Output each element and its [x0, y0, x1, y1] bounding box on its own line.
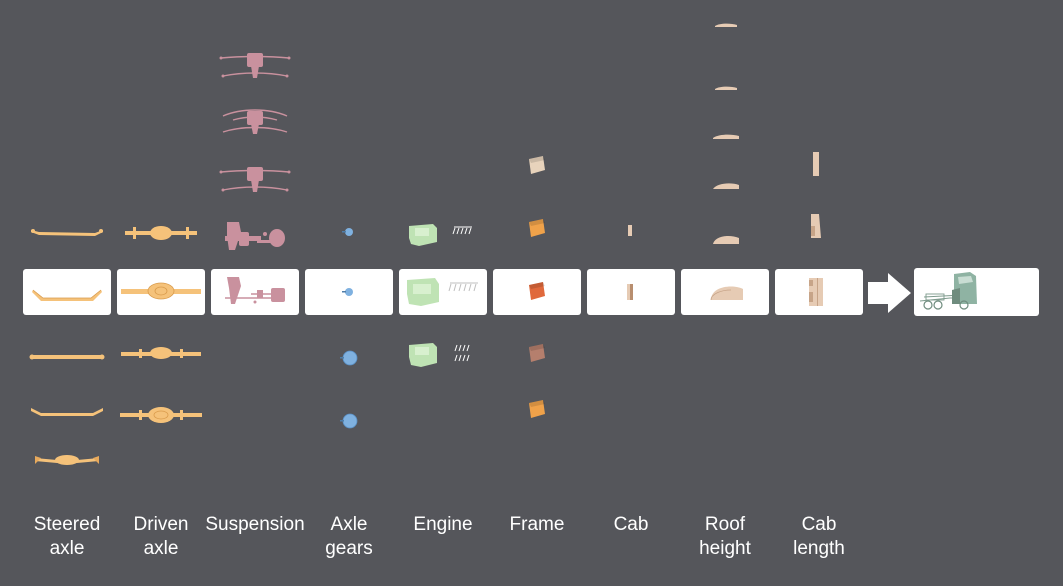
driven-axle-variant	[117, 395, 205, 435]
truck-icon	[919, 272, 977, 310]
cab-length-icon	[775, 144, 863, 184]
roof-icon	[681, 4, 769, 44]
frame-variant	[493, 390, 581, 430]
roof-variant	[681, 166, 769, 206]
gear-icon	[305, 272, 393, 312]
suspension-icon	[211, 160, 299, 200]
column-label-frame: Frame	[509, 514, 565, 535]
result-truck-box[interactable]	[914, 268, 1039, 316]
engine-icon	[399, 214, 487, 254]
gear-icon	[305, 338, 393, 378]
suspension-variant	[211, 102, 299, 142]
axle-gear-variant	[305, 401, 393, 441]
column-label-suspension: Suspension	[205, 514, 305, 535]
engine-variant	[399, 335, 487, 375]
cab-variant	[587, 210, 675, 250]
column-label-roof-height: Roof height	[699, 514, 751, 559]
column-label-engine: Engine	[413, 514, 473, 535]
roof-variant	[681, 4, 769, 44]
selected-driven-axle[interactable]	[117, 269, 205, 315]
cab-icon	[587, 210, 675, 250]
engine-icon	[399, 335, 487, 375]
column-label-cab-length: Cab length	[793, 514, 845, 559]
column-label-driven-axle: Driven axle	[133, 514, 189, 559]
roof-icon	[681, 220, 769, 260]
steered-axle-variant	[23, 440, 111, 480]
driven-axle-variant	[117, 212, 205, 252]
driven-axle-icon	[117, 272, 205, 312]
axle-gear-variant	[305, 338, 393, 378]
frame-icon	[493, 146, 581, 186]
driven-axle-variant	[117, 334, 205, 374]
engine-icon	[399, 272, 487, 312]
steered-axle-variant	[23, 392, 111, 432]
suspension-icon	[211, 46, 299, 86]
driven-axle-icon	[117, 395, 205, 435]
roof-icon	[681, 272, 769, 312]
suspension-icon	[211, 216, 299, 256]
frame-icon	[493, 334, 581, 374]
frame-variant	[493, 209, 581, 249]
column-frame: Frame	[493, 0, 581, 586]
selected-engine[interactable]	[399, 269, 487, 315]
column-axle-gears: Axle gears	[305, 0, 393, 586]
gear-icon	[305, 401, 393, 441]
selected-cab-length[interactable]	[775, 269, 863, 315]
driven-axle-icon	[117, 212, 205, 252]
engine-variant	[399, 214, 487, 254]
roof-icon	[681, 116, 769, 156]
steered-axle-icon	[23, 272, 111, 312]
steered-axle-icon	[23, 392, 111, 432]
suspension-icon	[211, 102, 299, 142]
selected-suspension[interactable]	[211, 269, 299, 315]
cab-length-variant	[775, 144, 863, 184]
column-steered-axle: Steered axle	[23, 0, 111, 586]
frame-variant	[493, 146, 581, 186]
suspension-variant	[211, 46, 299, 86]
gear-icon	[305, 212, 393, 252]
driven-axle-icon	[117, 334, 205, 374]
cab-length-icon	[775, 206, 863, 246]
steered-axle-icon	[23, 336, 111, 376]
arrow-right-icon	[868, 273, 911, 313]
column-cab-length: Cab length	[775, 0, 863, 586]
column-roof-height: Roof height	[681, 0, 769, 586]
roof-icon	[681, 166, 769, 206]
cab-length-variant	[775, 206, 863, 246]
selected-frame[interactable]	[493, 269, 581, 315]
selected-axle-gear[interactable]	[305, 269, 393, 315]
roof-variant	[681, 116, 769, 156]
suspension-icon	[211, 272, 299, 312]
steered-axle-icon	[23, 212, 111, 252]
column-label-steered-axle: Steered axle	[33, 514, 101, 559]
selected-steered-axle[interactable]	[23, 269, 111, 315]
frame-icon	[493, 209, 581, 249]
column-suspension: Suspension	[205, 0, 305, 586]
steered-axle-icon	[23, 440, 111, 480]
axle-gear-variant	[305, 212, 393, 252]
roof-icon	[681, 67, 769, 107]
frame-variant	[493, 334, 581, 374]
frame-icon	[493, 272, 581, 312]
column-label-cab: Cab	[613, 514, 649, 535]
selected-cab[interactable]	[587, 269, 675, 315]
roof-variant	[681, 67, 769, 107]
column-label-axle-gears: Axle gears	[325, 514, 373, 559]
column-cab: Cab	[587, 0, 675, 586]
column-driven-axle: Driven axle	[117, 0, 205, 586]
cab-length-icon	[775, 272, 863, 312]
roof-variant	[681, 220, 769, 260]
suspension-variant	[211, 160, 299, 200]
frame-icon	[493, 390, 581, 430]
steered-axle-variant	[23, 336, 111, 376]
selected-roof-height[interactable]	[681, 269, 769, 315]
cab-icon	[587, 272, 675, 312]
steered-axle-variant	[23, 212, 111, 252]
column-engine: Engine	[399, 0, 487, 586]
suspension-variant	[211, 216, 299, 256]
